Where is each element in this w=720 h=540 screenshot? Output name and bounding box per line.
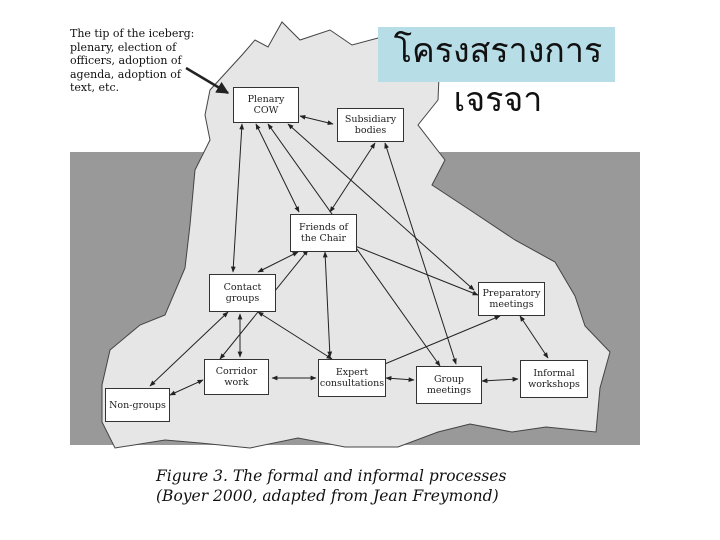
non-groups-box: Non-groups bbox=[105, 388, 170, 422]
plenary-cow-box: Plenary COW bbox=[233, 87, 299, 123]
expert-consultations-box: Expert consultations bbox=[318, 359, 386, 397]
figure-caption: Figure 3. The formal and informal proces… bbox=[156, 466, 576, 506]
group-meetings-box: Group meetings bbox=[416, 366, 482, 404]
corridor-work-box: Corridor work bbox=[204, 359, 269, 395]
friends-of-the-chair-box: Friends of the Chair bbox=[290, 214, 357, 252]
informal-workshops-box: Informal workshops bbox=[520, 360, 588, 398]
contact-groups-box: Contact groups bbox=[209, 274, 276, 312]
iceberg-tip-label: The tip of the iceberg: plenary, electio… bbox=[70, 27, 220, 95]
slide-title: โครงสรางการ เจรจา bbox=[378, 27, 618, 125]
preparatory-meetings-box: Preparatory meetings bbox=[478, 282, 545, 316]
